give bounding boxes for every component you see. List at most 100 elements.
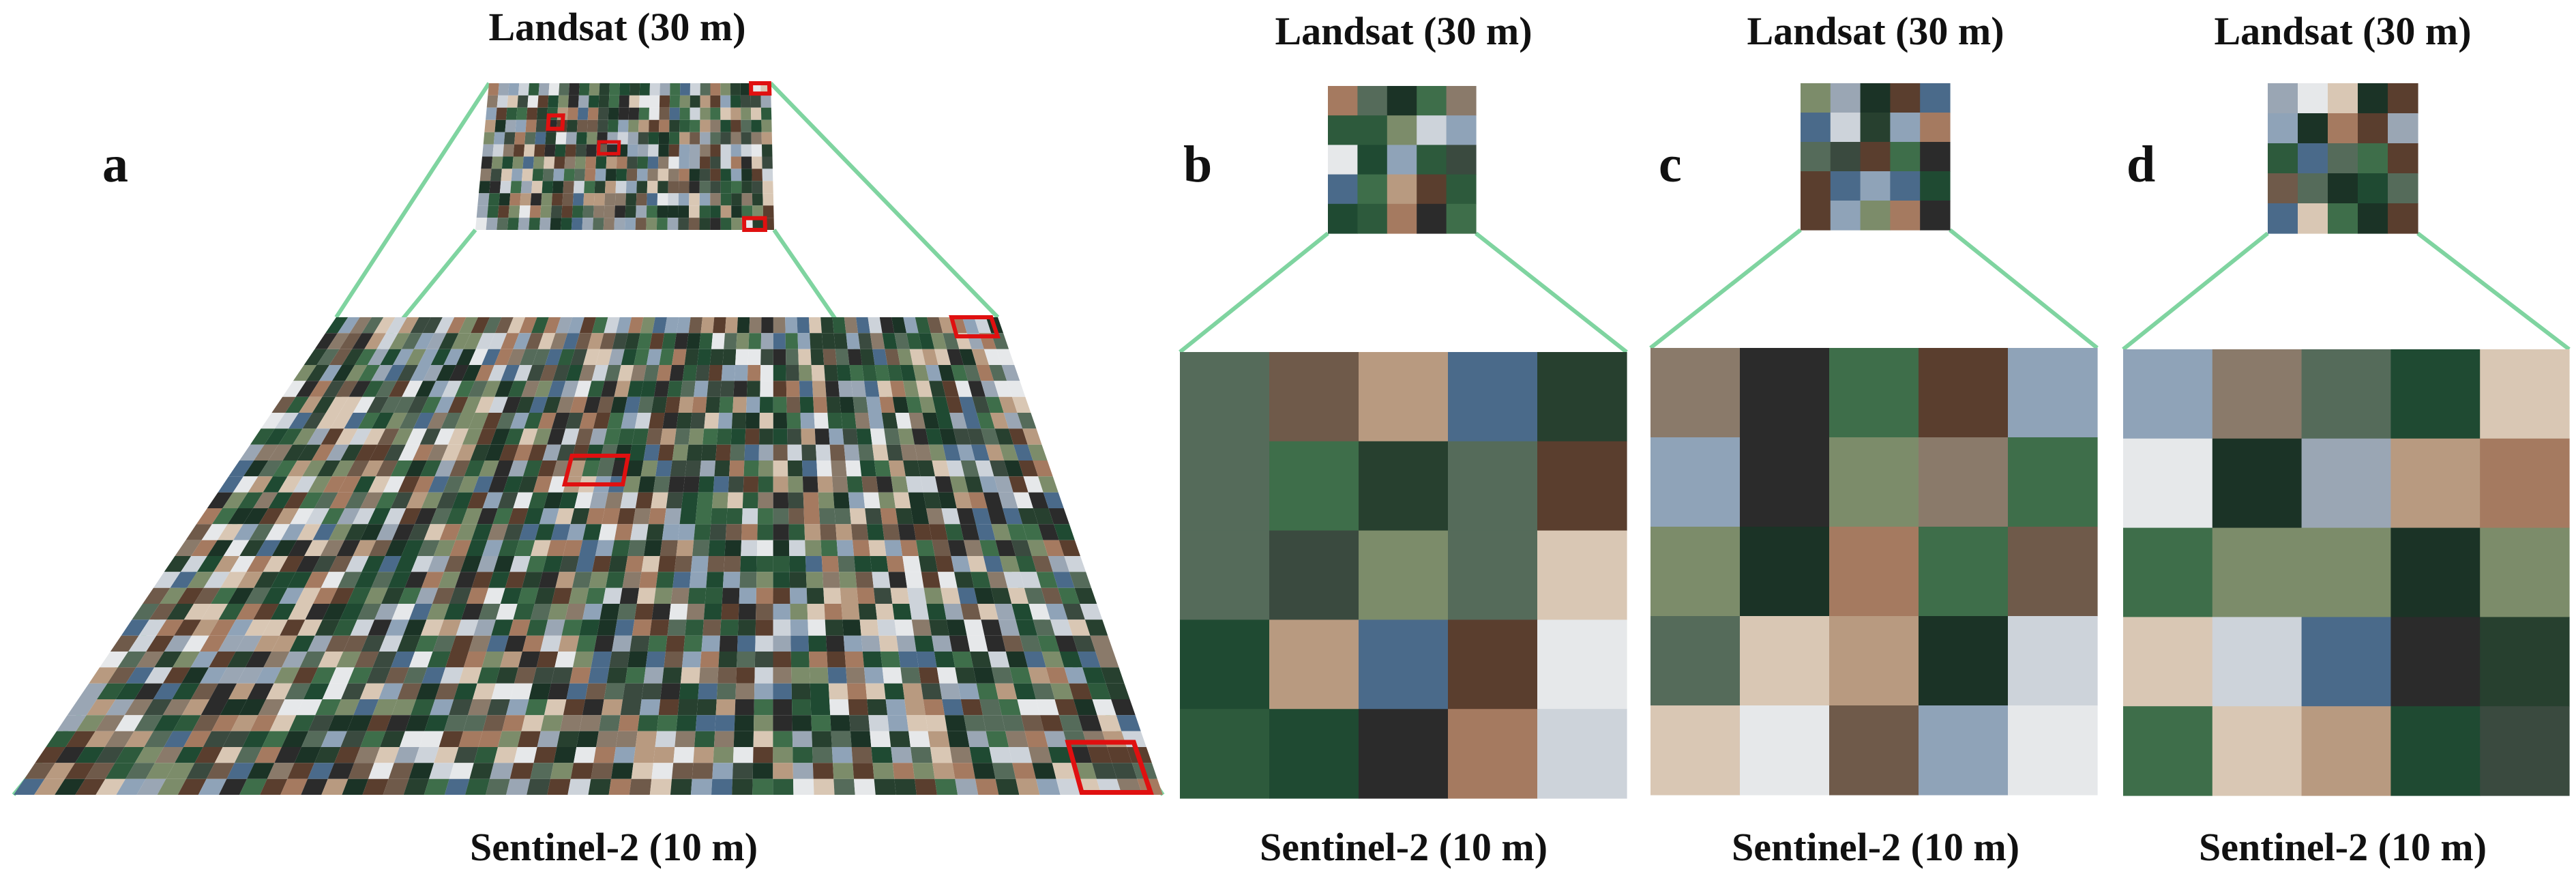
sentinel-tile <box>945 524 964 540</box>
landsat-tile <box>710 144 721 157</box>
sentinel-tile <box>785 317 798 334</box>
sentinel-tile <box>736 667 755 684</box>
sentinel-tile <box>493 461 514 477</box>
sentinel-tile <box>89 667 118 684</box>
landsat-tile <box>558 95 569 108</box>
sentinel-tile <box>930 333 947 349</box>
sentinel-tile <box>709 349 724 365</box>
landsat-tile <box>740 83 751 96</box>
sentinel-tile <box>468 699 492 716</box>
sentinel-tile <box>662 667 682 684</box>
landsat-tile <box>587 107 599 120</box>
landsat-tile <box>710 156 721 169</box>
sentinel-tile <box>524 699 548 716</box>
sentinel-tile <box>596 461 615 477</box>
sentinel-tile <box>939 428 958 445</box>
sentinel-tile <box>162 699 191 716</box>
sentinel-tile <box>561 619 582 636</box>
sentinel-tile <box>743 476 759 493</box>
sentinel-tile <box>839 572 857 588</box>
sentinel-tile <box>439 333 459 349</box>
sentinel-tile <box>376 524 400 540</box>
sentinel-tile <box>183 731 212 747</box>
sentinel-tile <box>718 652 737 668</box>
sentinel-tile <box>893 492 911 508</box>
sentinel-tile <box>853 396 868 413</box>
sentinel-tile <box>533 476 552 493</box>
sentinel-tile <box>705 396 720 413</box>
sentinel-tile <box>359 683 385 699</box>
sentinel-tile <box>798 349 812 365</box>
panel-d-sentinel-label: Sentinel-2 (10 m) <box>2198 825 2487 869</box>
sentinel-tile <box>243 508 269 525</box>
landsat-tile <box>536 107 548 120</box>
landsat-tile <box>526 107 538 120</box>
sentinel-tile <box>418 349 439 365</box>
landsat-tile <box>649 107 660 120</box>
landsat-tile <box>730 169 742 181</box>
sentinel-tile <box>960 699 983 716</box>
sentinel-tile <box>312 556 337 572</box>
sentinel-tile <box>218 667 246 684</box>
sentinel-tile <box>1180 441 1270 531</box>
sentinel-tile <box>591 365 609 381</box>
sentinel-tile <box>716 428 732 445</box>
sentinel-tile <box>493 556 515 572</box>
landsat-tile <box>529 218 541 230</box>
sentinel-tile <box>964 540 983 556</box>
sentinel-tile <box>618 715 640 731</box>
landsat-tile <box>730 83 741 96</box>
landsat-tile <box>568 83 580 96</box>
landsat-tile <box>2328 203 2358 234</box>
sentinel-tile <box>575 333 592 349</box>
sentinel-tile <box>398 587 421 604</box>
sentinel-tile <box>853 540 870 556</box>
sentinel-tile <box>574 381 592 397</box>
sentinel-tile <box>363 428 386 445</box>
sentinel-tile <box>194 747 223 763</box>
sentinel-tile <box>975 524 996 540</box>
sentinel-tile <box>282 444 307 461</box>
landsat-tile <box>518 83 529 96</box>
sentinel-tile <box>124 699 153 716</box>
sentinel-tile <box>585 587 606 604</box>
landsat-tile <box>635 218 647 230</box>
sentinel-tile <box>255 667 282 684</box>
landsat-tile <box>649 95 660 108</box>
sentinel-tile <box>806 587 825 604</box>
sentinel-tile <box>524 413 543 429</box>
sentinel-tile <box>368 476 391 493</box>
sentinel-tile <box>482 317 502 334</box>
landsat-tile <box>2298 143 2328 174</box>
landsat-tile <box>503 132 516 145</box>
sentinel-tile <box>672 763 694 779</box>
landsat-tile <box>497 95 508 108</box>
sentinel-tile <box>1359 619 1449 710</box>
sentinel-tile <box>864 381 880 397</box>
sentinel-tile <box>898 428 915 445</box>
sentinel-tile <box>960 524 980 540</box>
sentinel-tile <box>715 444 731 461</box>
landsat-tile <box>731 193 742 206</box>
highlight-box <box>546 113 565 131</box>
landsat-tile <box>505 119 516 132</box>
sentinel-tile <box>804 524 821 540</box>
sentinel-tile <box>374 317 396 334</box>
sentinel-tile <box>75 747 105 763</box>
sentinel-tile <box>971 444 990 461</box>
sentinel-tile <box>2301 349 2391 439</box>
sentinel-tile <box>773 683 792 699</box>
sentinel-tile <box>228 461 254 477</box>
sentinel-tile <box>657 444 675 461</box>
sentinel-tile <box>153 572 181 588</box>
sentinel-tile <box>698 683 718 699</box>
sentinel-tile <box>773 763 793 779</box>
sentinel-tile <box>589 572 609 588</box>
landsat-tile <box>529 205 542 218</box>
sentinel-tile <box>996 349 1015 365</box>
sentinel-tile <box>692 396 707 413</box>
landsat-tile <box>751 107 762 120</box>
sentinel-tile <box>669 604 688 620</box>
sentinel-tile <box>469 413 489 429</box>
sentinel-tile <box>399 413 421 429</box>
